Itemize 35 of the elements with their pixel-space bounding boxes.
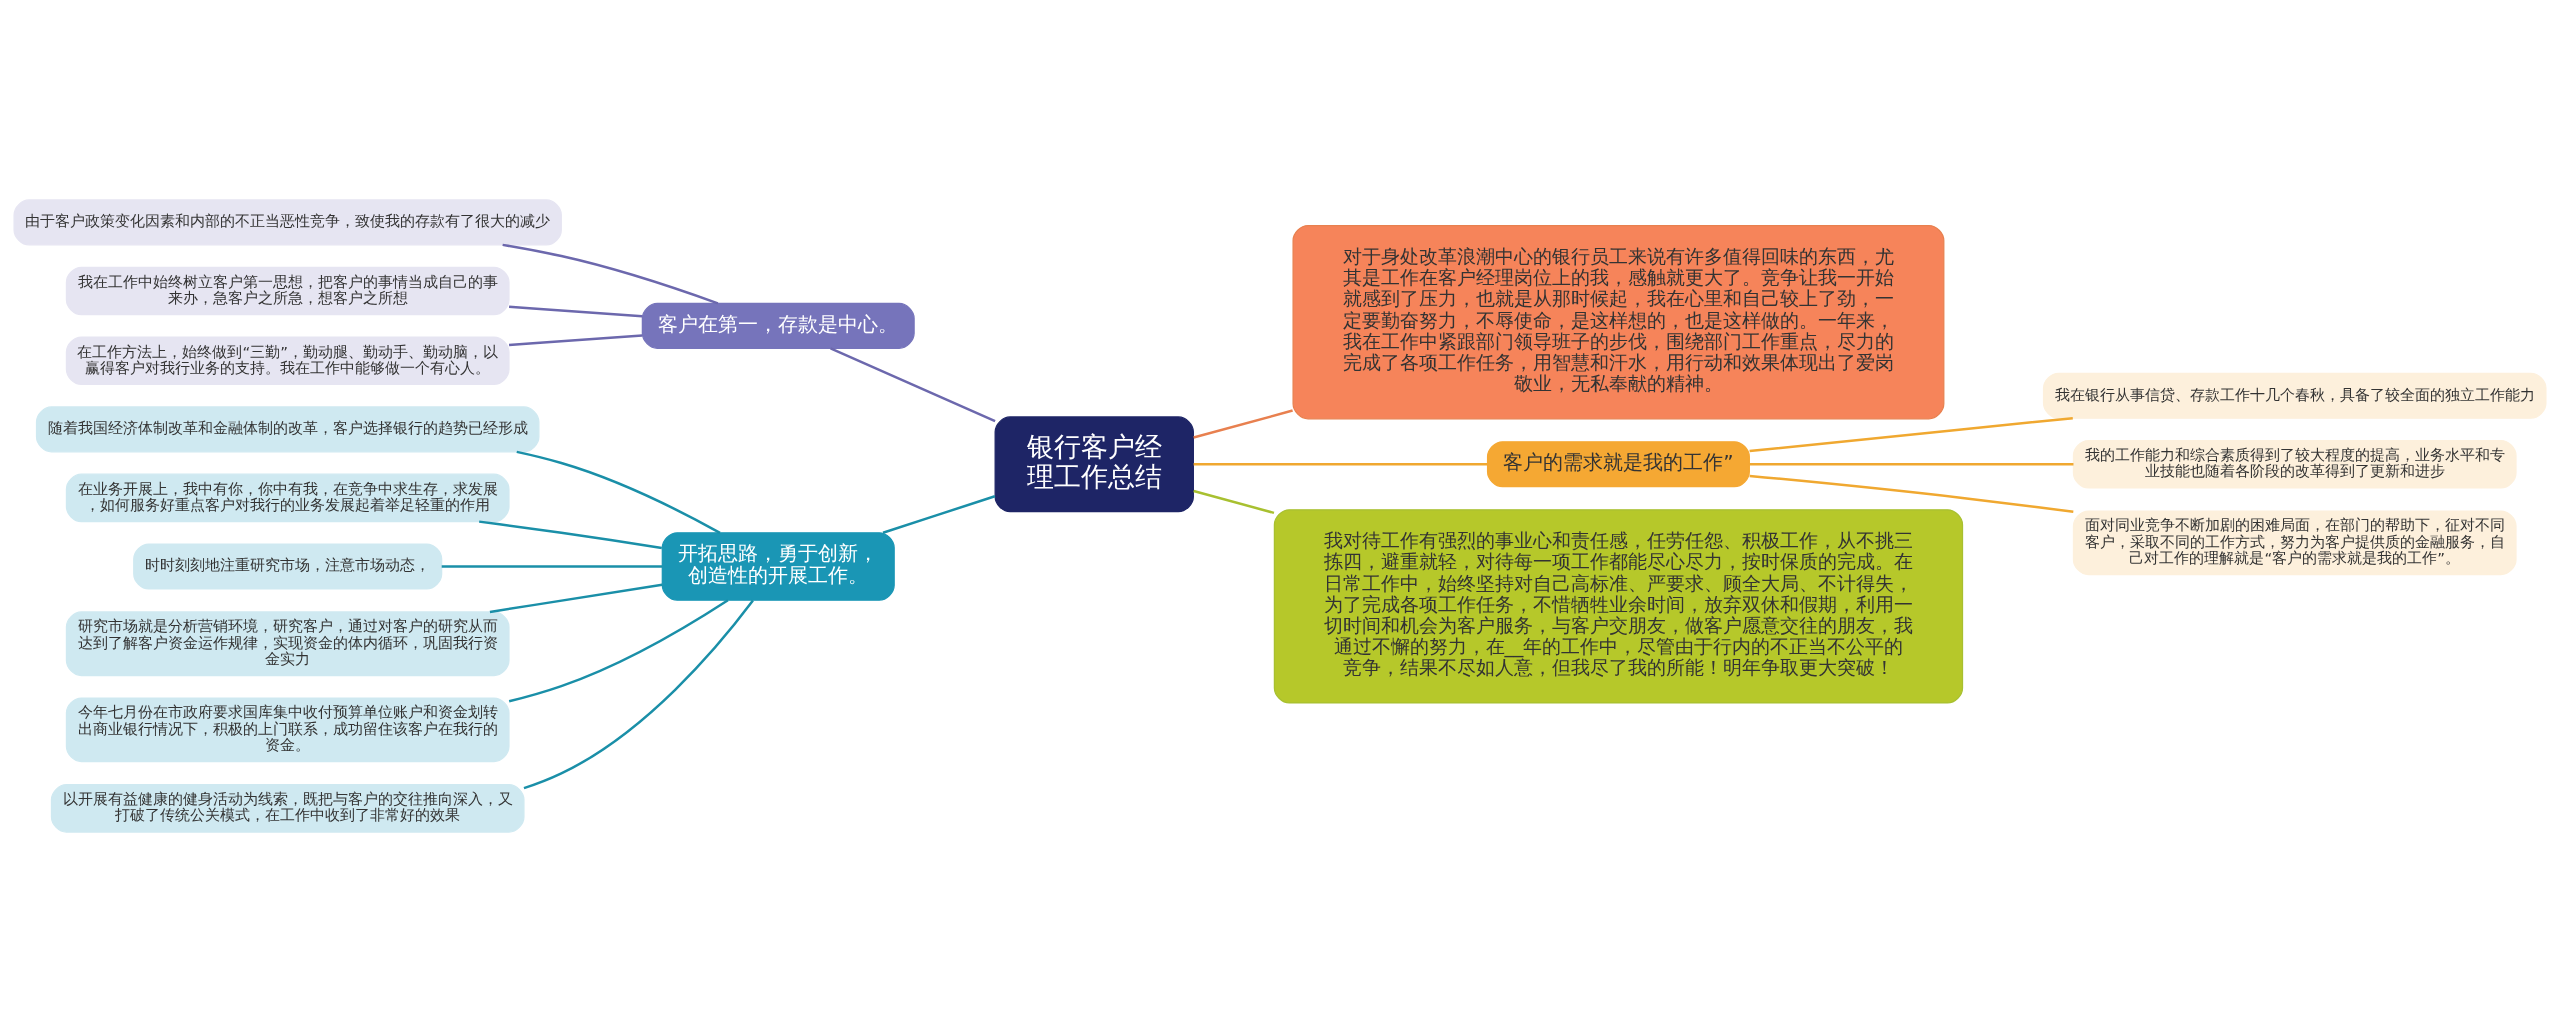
node-box: 客户在第一，存款是中心。: [641, 302, 915, 349]
node-box: 随着我国经济体制改革和金融体制的改革，客户选择银行的趋势已经形成: [35, 405, 540, 452]
connector: [479, 519, 662, 549]
node-box: 我在银行从事信贷、存款工作十几个春秋，具备了较全面的独立工作能力: [2042, 372, 2547, 419]
connector: [1749, 474, 2074, 513]
connector: [508, 333, 643, 346]
node-box: 对于身处改革浪潮中心的银行员工来说有许多值得回味的东西，尤其是工作在客户经理岗位上的我，感触就更大了。竞争让我一开始就感到了压力，也就是从那时候起，我在心里和自己较上了劲，一定要勤奋努力，不辱使命，是这样想的，也是这样做的。一年来，我在工作中紧跟部门领导班子的步伐，围绕部门工作重点，尽力的完成了各项工作任务，用智慧和汗水，用行动和效果体现出了爱岗敬业，无私奉献的精神。: [1292, 224, 1945, 419]
node-box: 在业务开展上，我中有你，你中有我，在竞争中求生存，求发展，如何服务好重点客户对我行的业务发展起着举足轻重的作用: [65, 473, 510, 522]
connector: [441, 564, 663, 568]
connector: [882, 494, 996, 534]
connector: [1193, 408, 1293, 439]
node-box: 我对待工作有强烈的事业心和责任感，任劳任怨、积极工作，从不挑三拣四，避重就轻，对待每一项工作都能尽心尽力，按时保质的完成。在日常工作中，始终坚持对自己高标准、严要求、顾全大局、不计得失，为了完成各项工作任务，不惜牺牲业余时间，放弃双休和假期，利用一切时间和机会为客户服务，与客户交朋友，做客户愿意交往的朋友，我通过不懈的努力，在__年的工作中，尽管由于行内的不正当不公平的竞争，结果不尽如人意，但我尽了我的所能！明年争取更大突破！: [1273, 508, 1964, 704]
node-box: 由于客户政策变化因素和内部的不正当恶性竞争，致使我的存款有了很大的减少: [13, 198, 562, 245]
node-box: 今年七月份在市政府要求国库集中收付预算单位账户和资金划转出商业银行情况下，积极的上门联系，成功留住该客户在我行的资金。: [65, 696, 510, 762]
connector: [489, 582, 663, 613]
connector: [508, 305, 643, 317]
connector: [502, 243, 719, 305]
node-box: 我的工作能力和综合素质得到了较大程度的提高，业务水平和专业技能也随着各阶段的改革得到了更新和进步: [2072, 439, 2517, 489]
node-box: 在工作方法上，始终做到“三勤”，勤动腿、勤动手、勤动脑，以赢得客户对我行业务的支持。我在工作中能够做一个有心人。: [65, 336, 510, 385]
connector: [1749, 462, 2074, 465]
node-box: 开拓思路，勇于创新，创造性的开展工作。: [661, 531, 895, 601]
node-box: 时时刻刻地注重研究市场，注意市场动态，: [133, 542, 443, 590]
connector: [523, 599, 754, 789]
connector: [1749, 416, 2073, 452]
connector: [1193, 462, 1488, 465]
connector: [830, 346, 996, 422]
connector: [1193, 489, 1275, 514]
connector: [508, 598, 729, 703]
node-box: 我在工作中始终树立客户第一思想，把客户的事情当成自己的事来办，急客户之所急，想客户之所想: [65, 266, 510, 315]
node-box: 研究市场就是分析营销环境，研究客户，通过对客户的研究从而达到了解客户资金运作规律，实现资金的体内循环，巩固我行资金实力: [65, 610, 510, 676]
node-box: 客户的需求就是我的工作”: [1486, 440, 1750, 487]
node-box: 以开展有益健康的健身活动为线索，既把与客户的交往推向深入，又打破了传统公关模式，在工作中收到了非常好的效果: [50, 783, 525, 833]
node-box: 银行客户经理工作总结: [994, 415, 1194, 512]
connector: [516, 450, 721, 534]
node-box: 面对同业竞争不断加剧的困难局面，在部门的帮助下，征对不同客户，采取不同的工作方式，努力为客户提供质的金融服务，自己对工作的理解就是“客户的需求就是我的工作”。: [2072, 509, 2517, 575]
